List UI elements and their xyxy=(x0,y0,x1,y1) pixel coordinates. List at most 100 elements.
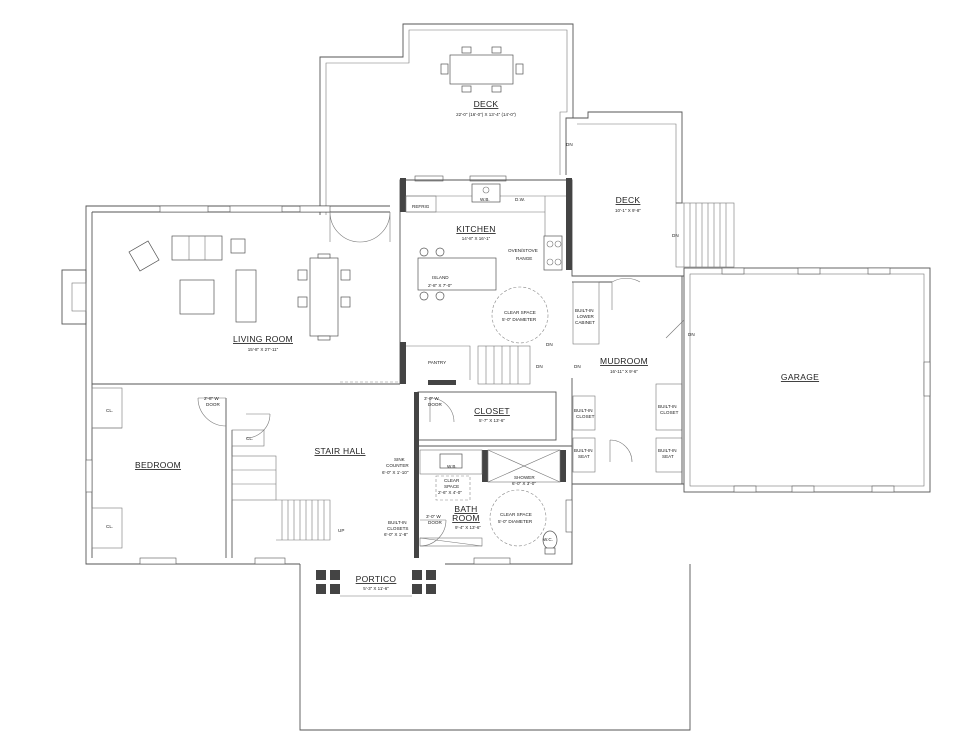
deck-top-dim: 22'-0" (16'-0") X 13'-4" (14'-0") xyxy=(456,112,516,117)
deck-right: DECK 10'-1" X 9'-8" DN DN xyxy=(566,111,735,268)
bathroom: W.B. SINK COUNTER 6'-0" X 1'-10" CLEAR S… xyxy=(382,440,573,558)
deck-right-dim: 10'-1" X 9'-8" xyxy=(615,208,641,213)
armchair xyxy=(128,240,160,272)
mudroom: BUILT-IN LOWER CABINET BUILT-IN CLOSET B… xyxy=(571,270,684,485)
bath-name-1: BATH xyxy=(454,504,477,514)
main-stair xyxy=(231,455,277,501)
garage-closet-2: CLOSET xyxy=(660,410,679,415)
dining-table xyxy=(309,257,339,337)
shower-2: 6'-0" X 3'-0" xyxy=(512,481,536,486)
kitchen: REFRIG W.B. D.W. OVEN/STOVE RANGE ISLAND… xyxy=(399,178,573,385)
stair-hall-name: STAIR HALL xyxy=(314,446,365,456)
portico-dim: 5'-3" X 11'-6" xyxy=(363,586,389,591)
french-door xyxy=(329,211,391,243)
mudroom-name: MUDROOM xyxy=(600,356,648,366)
garage-name: GARAGE xyxy=(781,372,819,382)
kitchen-clear-1: CLEAR SPACE xyxy=(504,310,536,315)
mud-seat-1: BUILT-IN xyxy=(574,448,593,453)
loveseat xyxy=(235,269,257,323)
lower-cab-1: BUILT-IN xyxy=(575,308,594,313)
up-label: UP xyxy=(338,528,344,533)
shower-1: SHOWER xyxy=(514,475,535,480)
closet-name: CLOSET xyxy=(474,406,510,416)
lower-cab-2: LOWER xyxy=(577,314,595,319)
portico: PORTICO 5'-3" X 11'-6" xyxy=(299,564,691,731)
closet-dim: 5'-7" X 13'-6" xyxy=(479,418,505,423)
door-bath-1: 3'-0" W xyxy=(426,514,441,519)
bath-name-2: ROOM xyxy=(452,513,480,523)
dn-label-stair: DN xyxy=(536,364,543,369)
mudroom-dim: 16'-11" X 9'-6" xyxy=(610,369,638,374)
mud-closet-2: CLOSET xyxy=(576,414,595,419)
cl-label-3: CL. xyxy=(246,436,253,441)
kitchen-wb: W.B. xyxy=(480,197,490,202)
garage-seat-2: SEAT xyxy=(662,454,674,459)
dn-label-deck1: DN xyxy=(566,142,573,147)
cl-label-1: CL. xyxy=(106,408,113,413)
wc-label: W.C. xyxy=(543,537,553,542)
bath-clear-4: CLEAR SPACE xyxy=(500,512,532,517)
kitchen-clear-space xyxy=(491,286,549,344)
kitchen-clear-2: 5'-0" DIAMETER xyxy=(502,317,537,322)
sink-3: 6'-0" X 1'-10" xyxy=(382,470,409,475)
closet: 3'-0" W DOOR CLOSET 5'-7" X 13'-6" xyxy=(414,391,557,441)
range xyxy=(543,235,563,271)
door-clo-1: 3'-0" W xyxy=(424,396,439,401)
bath-clear-space xyxy=(489,489,547,547)
dn-label-garage: DN xyxy=(688,332,695,337)
bath-clear-2: SPACE xyxy=(444,484,459,489)
dw-label: D.W. xyxy=(515,197,525,202)
bath-clear-5: 5'-0" DIAMETER xyxy=(498,519,533,524)
bath-sink-counter xyxy=(419,449,483,475)
bath-clear-1: CLEAR xyxy=(444,478,460,483)
refrig-label: REFRIG xyxy=(412,204,430,209)
deck-top: DECK 22'-0" (16'-0") X 13'-4" (14'-0") xyxy=(319,23,574,215)
dn-label-deck2: DN xyxy=(672,233,679,238)
portico-name: PORTICO xyxy=(356,574,397,584)
stair-hall: CL. UP STAIR HALL xyxy=(231,413,365,541)
kitchen-name: KITCHEN xyxy=(456,224,495,234)
living-room-name: LIVING ROOM xyxy=(233,334,293,344)
bath-wb: W.B. xyxy=(447,464,457,469)
deck-right-name: DECK xyxy=(616,195,641,205)
bath-clear-3: 2'-6" X 4'-0" xyxy=(438,490,462,495)
mud-seat-2: SEAT xyxy=(578,454,590,459)
dining-table-deck xyxy=(449,54,514,85)
island-label-2: 2'-8" X 7'-0" xyxy=(428,283,452,288)
garage: DN GARAGE xyxy=(665,267,931,493)
bedroom-name: BEDROOM xyxy=(135,460,181,470)
door-clo-2: DOOR xyxy=(428,402,442,407)
bedroom: CL. CL. 2'-8" W DOOR BEDROOM xyxy=(91,387,227,549)
sofa xyxy=(171,235,223,261)
sink-1: SINK xyxy=(394,457,406,462)
living-room: LIVING ROOM 15'-8" X 27'-11" xyxy=(128,211,391,352)
sink-2: COUNTER xyxy=(386,463,409,468)
builtin-c3: 6'-0" X 1'-8" xyxy=(384,532,408,537)
deck-top-name: DECK xyxy=(474,99,499,109)
fireplace xyxy=(61,269,87,325)
oven-label-1: OVEN/STOVE xyxy=(508,248,538,253)
garage-seat-1: BUILT-IN xyxy=(658,448,677,453)
cl-label-2: CL. xyxy=(106,524,113,529)
windows xyxy=(85,175,511,565)
coffee-table xyxy=(179,279,215,315)
side-table xyxy=(230,238,246,254)
dn-label-kitchen: DN xyxy=(546,342,553,347)
island-label-1: ISLAND xyxy=(432,275,449,280)
door-bed-2: DOOR xyxy=(206,402,220,407)
island xyxy=(417,257,497,291)
mud-closet-1: BUILT-IN xyxy=(574,408,593,413)
bath-dim: 9'-4" X 13'-6" xyxy=(455,525,481,530)
door-bath-2: DOOR xyxy=(428,520,442,525)
garage-closet-1: BUILT-IN xyxy=(658,404,677,409)
kitchen-dim: 14'-8" X 16'-1" xyxy=(462,236,491,241)
builtin-c2: CLOSETS xyxy=(387,526,408,531)
lower-cab-3: CABINET xyxy=(575,320,595,325)
basement-stair xyxy=(477,345,531,385)
oven-label-2: RANGE xyxy=(516,256,532,261)
living-room-dim: 15'-8" X 27'-11" xyxy=(248,347,279,352)
door-bed-1: 2'-8" W xyxy=(204,396,219,401)
dn-label-mud: DN xyxy=(574,364,581,369)
builtin-c1: BUILT-IN xyxy=(388,520,407,525)
